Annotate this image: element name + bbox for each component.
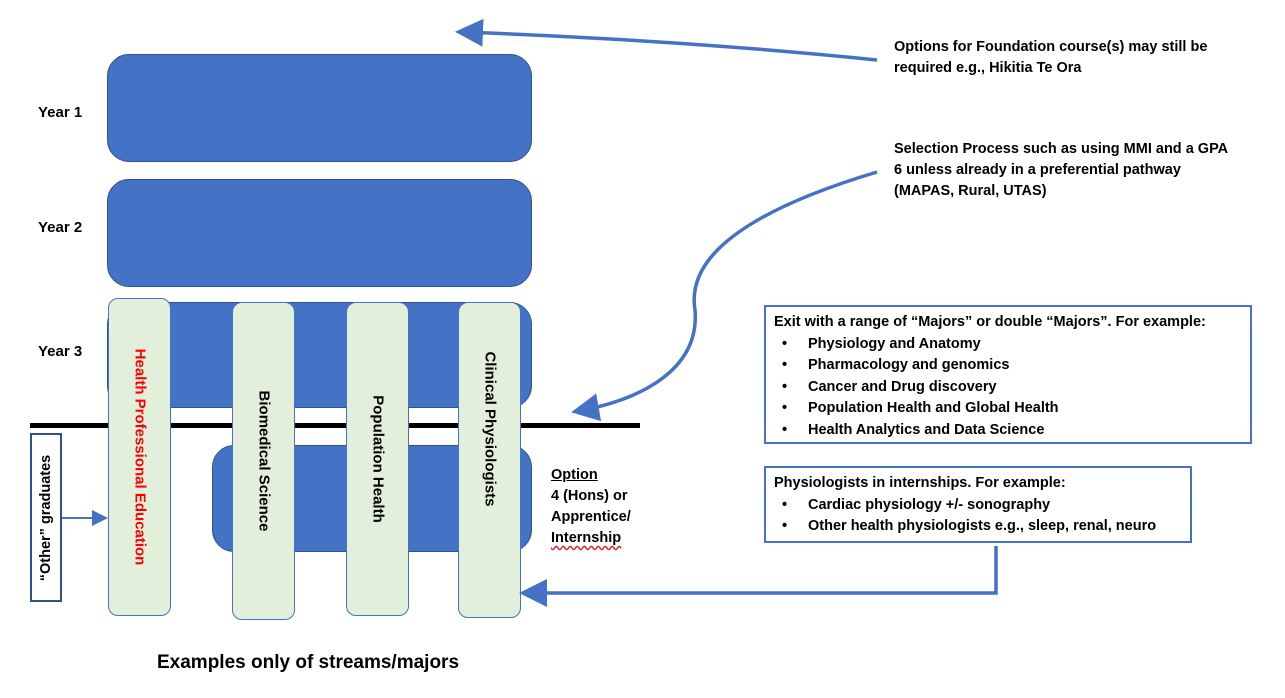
year-2-label: Year 2 — [38, 219, 83, 236]
foundation-note: Options for Foundation course(s) may sti… — [894, 37, 1207, 79]
internship-list: Cardiac physiology +/- sonography Other … — [774, 495, 1182, 538]
internship-arrow — [519, 546, 998, 607]
list-item: Cardiac physiology +/- sonography — [774, 495, 1182, 517]
majors-list: Physiology and Anatomy Pharmacology and … — [774, 334, 1242, 442]
foundation-line-2: required e.g., Hikitia Te Ora — [894, 60, 1082, 76]
selection-line-2: 6 unless already in a preferential pathw… — [894, 162, 1181, 178]
year-3-label: Year 3 — [38, 343, 83, 360]
stream-health-professional-education: Health Professional Education — [108, 298, 171, 616]
selection-note: Selection Process such as using MMI and … — [894, 139, 1228, 202]
option-line-1: 4 (Hons) or — [551, 488, 628, 504]
option-line-3: Internship — [551, 530, 622, 546]
majors-heading: Exit with a range of “Majors” or double … — [774, 314, 1206, 330]
list-item: Pharmacology and genomics — [774, 355, 1242, 377]
stream-biomedical-science: Biomedical Science — [232, 302, 295, 620]
stream-population-health: Population Health — [346, 302, 409, 616]
list-item: Cancer and Drug discovery — [774, 377, 1242, 399]
caption: Examples only of streams/majors — [157, 652, 460, 673]
list-item: Population Health and Global Health — [774, 398, 1242, 420]
option-note: Option 4 (Hons) or Apprentice/ Internshi… — [551, 465, 631, 549]
option-title: Option — [551, 467, 598, 483]
selection-arrow — [571, 170, 878, 422]
selection-line-1: Selection Process such as using MMI and … — [894, 141, 1229, 157]
year-1-label: Year 1 — [38, 104, 83, 121]
internship-box: Physiologists in internships. For exampl… — [764, 466, 1192, 543]
selection-line-3: (MAPAS, Rural, UTAS) — [894, 183, 1047, 199]
exit-divider-line — [30, 423, 640, 428]
other-graduates-box: “Other” graduates — [30, 433, 62, 602]
foundation-line-1: Options for Foundation course(s) may sti… — [894, 39, 1208, 55]
majors-box: Exit with a range of “Majors” or double … — [764, 305, 1252, 444]
option-line-2: Apprentice/ — [551, 509, 631, 525]
stream-clinical-physiologists: Clinical Physiologists — [458, 302, 521, 618]
internship-heading: Physiologists in internships. For exampl… — [774, 475, 1066, 491]
list-item: Other health physiologists e.g., sleep, … — [774, 516, 1182, 538]
year-2-block — [107, 179, 532, 287]
foundation-arrow — [455, 18, 878, 62]
list-item: Health Analytics and Data Science — [774, 420, 1242, 442]
list-item: Physiology and Anatomy — [774, 334, 1242, 356]
year-1-block — [107, 54, 532, 162]
